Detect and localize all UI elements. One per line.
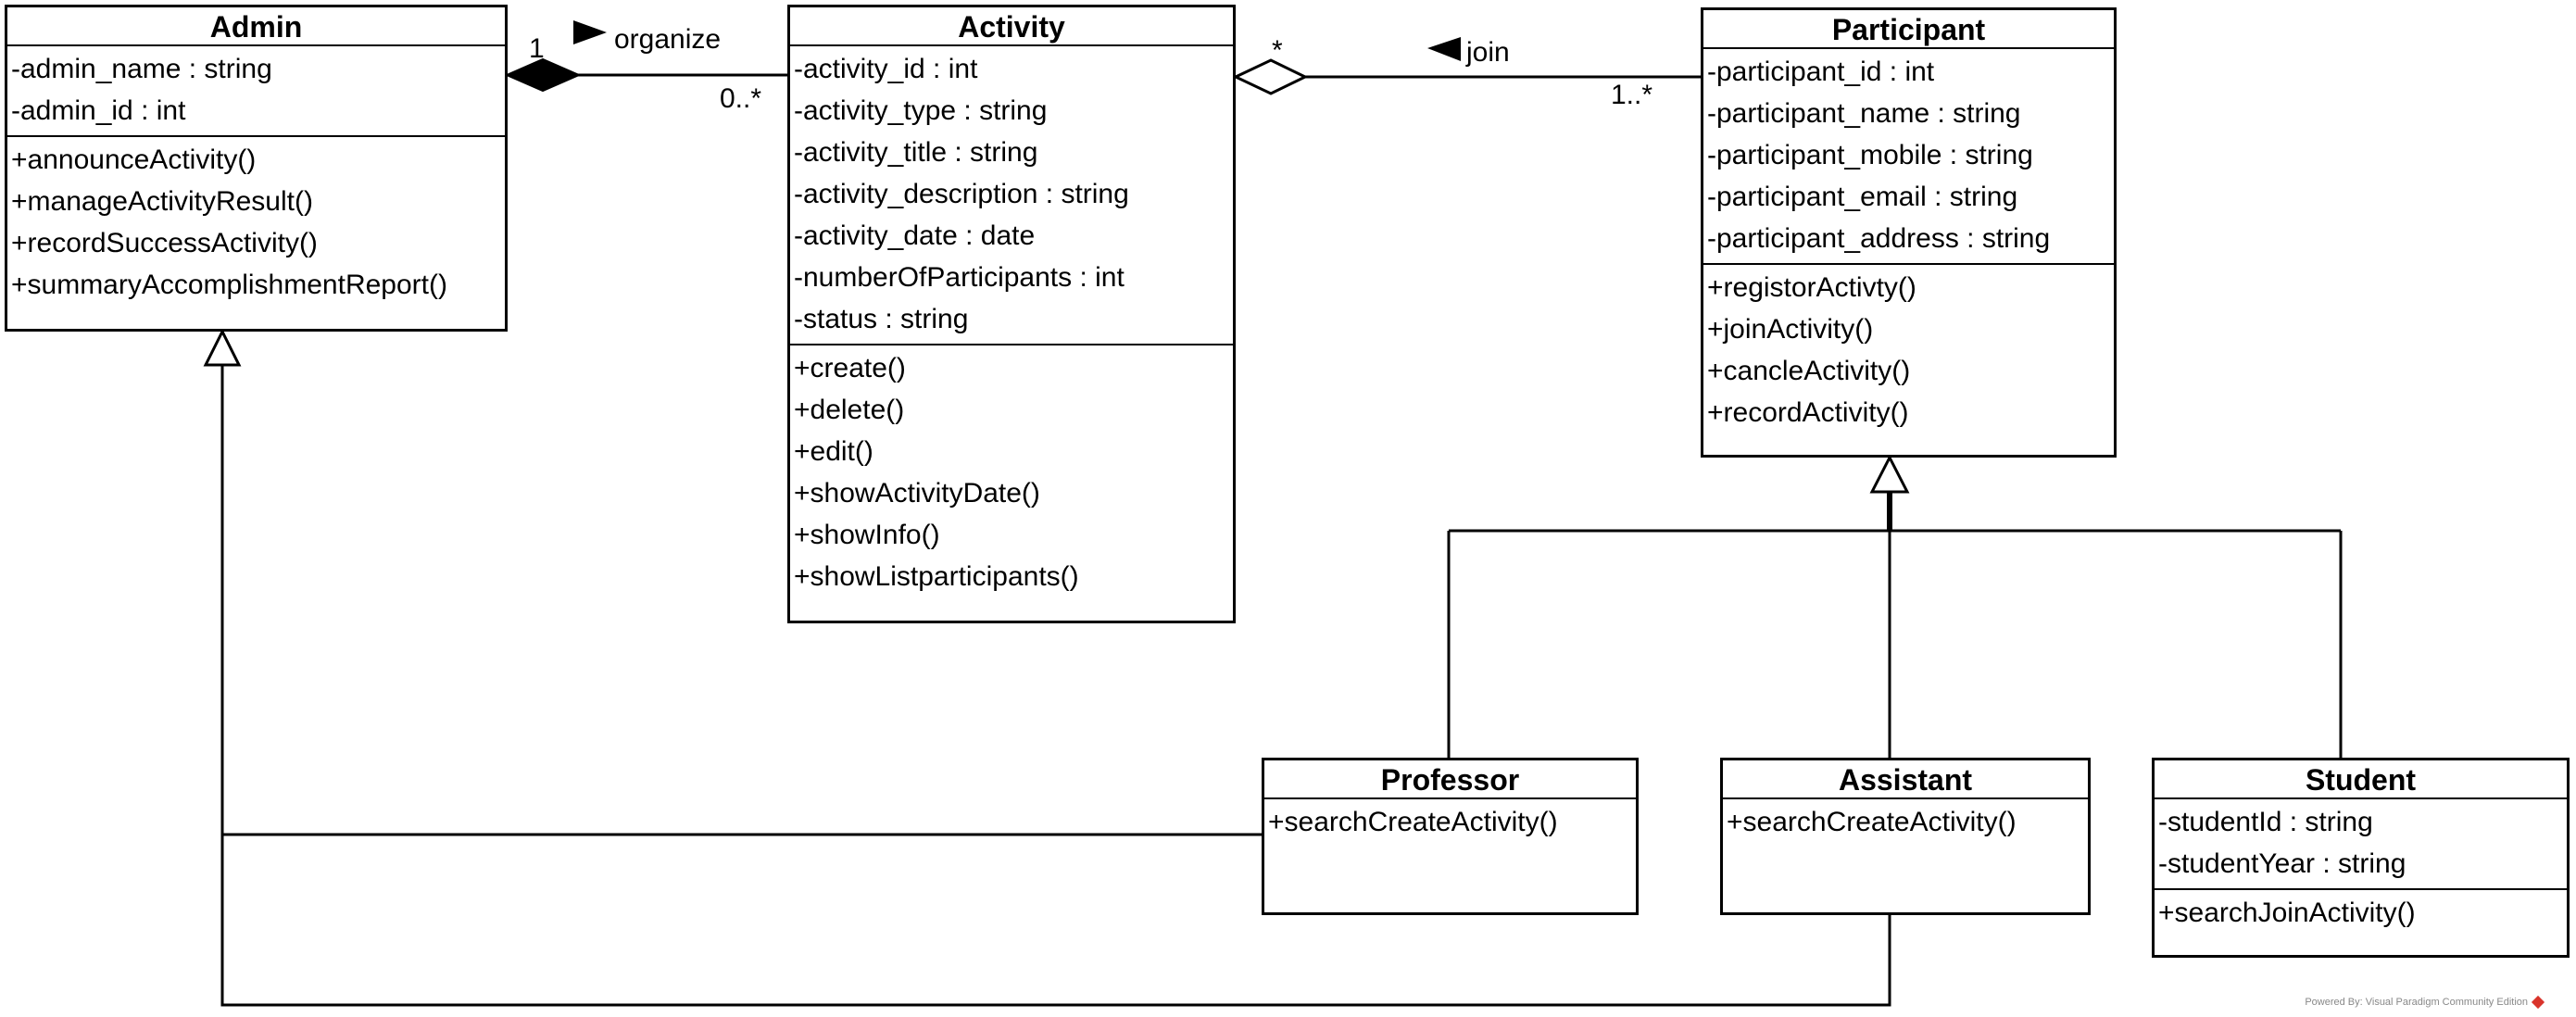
operation: +create() — [794, 353, 906, 383]
attribute: -participant_name : string — [1707, 98, 2021, 129]
class-professor[interactable]: Professor +searchCreateActivity() — [1262, 758, 1639, 915]
operation: +registorActivty() — [1707, 272, 1916, 303]
class-name: Activity — [790, 7, 1233, 46]
attribute: -activity_type : string — [794, 95, 1048, 126]
operations-compartment: +create() +delete() +edit() +showActivit… — [790, 345, 1233, 601]
class-name: Assistant — [1723, 760, 2088, 799]
operation: +summaryAccomplishmentReport() — [11, 270, 447, 300]
class-participant[interactable]: Participant -participant_id : int -parti… — [1701, 7, 2117, 458]
class-name: Professor — [1264, 760, 1636, 799]
attributes-compartment: -activity_id : int -activity_type : stri… — [790, 46, 1233, 345]
operation: +searchCreateActivity() — [1268, 807, 1558, 837]
attribute: -participant_address : string — [1707, 223, 2051, 254]
visual-paradigm-logo-icon — [2531, 996, 2545, 1010]
class-activity[interactable]: Activity -activity_id : int -activity_ty… — [787, 5, 1236, 623]
participant-inheritance-arrow — [1869, 454, 1910, 494]
attribute: -activity_date : date — [794, 220, 1036, 251]
class-name: Admin — [7, 7, 505, 46]
attribute: -status : string — [794, 304, 969, 334]
operations-compartment: +searchCreateActivity() — [1264, 799, 1636, 847]
attributes-compartment: -studentId : string -studentYear : strin… — [2155, 799, 2567, 890]
operation: +searchCreateActivity() — [1727, 807, 2017, 837]
join-target-multiplicity: 1..* — [1611, 80, 1653, 110]
operation: +searchJoinActivity() — [2158, 898, 2416, 928]
composition-diamond — [504, 57, 582, 93]
operation: +recordSuccessActivity() — [11, 228, 318, 258]
join-direction-arrow — [1427, 37, 1461, 61]
class-name: Participant — [1703, 10, 2114, 49]
operation: +edit() — [794, 436, 873, 467]
class-assistant[interactable]: Assistant +searchCreateActivity() — [1720, 758, 2091, 915]
operation: +manageActivityResult() — [11, 186, 313, 217]
operation: +showActivityDate() — [794, 478, 1040, 508]
operations-compartment: +searchCreateActivity() — [1723, 799, 2088, 847]
assistant-to-admin-generalization — [220, 834, 1891, 1007]
organize-source-multiplicity: 1 — [529, 33, 545, 64]
attribute: -studentId : string — [2158, 807, 2373, 837]
attribute: -activity_description : string — [794, 179, 1129, 209]
operation: +joinActivity() — [1707, 314, 1874, 345]
operations-compartment: +registorActivty() +joinActivity() +canc… — [1703, 265, 2114, 437]
operation: +showListparticipants() — [794, 561, 1079, 592]
attribute: -activity_id : int — [794, 54, 978, 84]
operation: +announceActivity() — [11, 144, 257, 175]
aggregation-diamond — [1232, 58, 1309, 95]
footer-text: Powered By: Visual Paradigm Community Ed… — [2305, 997, 2528, 1008]
attribute: -studentYear : string — [2158, 848, 2406, 879]
operations-compartment: +announceActivity() +manageActivityResul… — [7, 137, 505, 309]
operation: +recordActivity() — [1707, 397, 1909, 428]
operation: +showInfo() — [794, 520, 940, 550]
join-source-multiplicity: * — [1272, 35, 1283, 66]
attributes-compartment: -admin_name : string -admin_id : int — [7, 46, 505, 137]
class-name: Student — [2155, 760, 2567, 799]
attribute: -participant_email : string — [1707, 182, 2018, 212]
class-student[interactable]: Student -studentId : string -studentYear… — [2152, 758, 2570, 958]
organize-target-multiplicity: 0..* — [720, 83, 762, 114]
attribute: -participant_mobile : string — [1707, 140, 2033, 170]
organize-association-name: organize — [614, 24, 722, 55]
operations-compartment: +searchJoinActivity() — [2155, 890, 2567, 937]
powered-by-footer: Powered By: Visual Paradigm Community Ed… — [2305, 996, 2545, 1010]
attribute: -numberOfParticipants : int — [794, 262, 1125, 293]
attributes-compartment: -participant_id : int -participant_name … — [1703, 49, 2114, 265]
operation: +cancleActivity() — [1707, 356, 1911, 386]
operation: +delete() — [794, 395, 905, 425]
class-admin[interactable]: Admin -admin_name : string -admin_id : i… — [5, 5, 508, 332]
join-association-name: join — [1466, 37, 1510, 68]
attribute: -activity_title : string — [794, 137, 1038, 168]
attribute: -admin_name : string — [11, 54, 272, 84]
attribute: -admin_id : int — [11, 95, 186, 126]
attribute: -participant_id : int — [1707, 56, 1935, 87]
admin-inheritance-arrow — [203, 328, 242, 367]
organize-direction-arrow — [573, 20, 607, 44]
